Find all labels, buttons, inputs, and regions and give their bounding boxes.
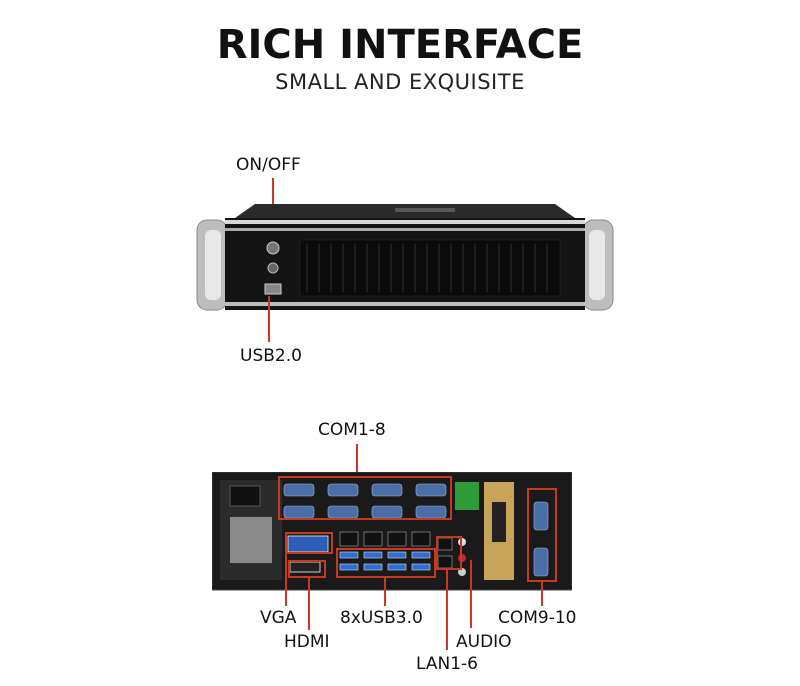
vga-label: VGA: [260, 608, 297, 628]
com1-8-leader-line: [356, 444, 358, 476]
hdmi-leader-line: [308, 578, 310, 630]
on-off-label: ON/OFF: [236, 155, 301, 175]
usb3-highlight: [336, 548, 436, 578]
com1-8-highlight: [278, 476, 452, 520]
vga-highlight: [285, 532, 333, 554]
page-title: RICH INTERFACE: [216, 22, 584, 68]
vga-leader-line: [285, 554, 287, 606]
usb3-label: 8xUSB3.0: [340, 608, 423, 628]
rear-panel-image: [212, 472, 572, 591]
lan1-6-label: LAN1-6: [416, 654, 478, 674]
com1-8-label: COM1-8: [318, 420, 386, 440]
com9-10-leader-line: [541, 582, 543, 606]
lan-highlight: [436, 536, 462, 570]
audio-leader-line: [470, 560, 472, 628]
hdmi-highlight: [288, 560, 326, 578]
com9-10-label: COM9-10: [498, 608, 577, 628]
com9-10-highlight: [527, 488, 557, 582]
front-panel-image: [196, 204, 614, 311]
usb2-label: USB2.0: [240, 346, 302, 366]
hdmi-label: HDMI: [284, 632, 330, 652]
page-subtitle: SMALL AND EXQUISITE: [275, 70, 525, 94]
usb2-leader-line: [268, 296, 270, 342]
usb3-leader-line: [384, 578, 386, 606]
audio-label: AUDIO: [456, 632, 512, 652]
lan-leader-line: [446, 570, 448, 650]
